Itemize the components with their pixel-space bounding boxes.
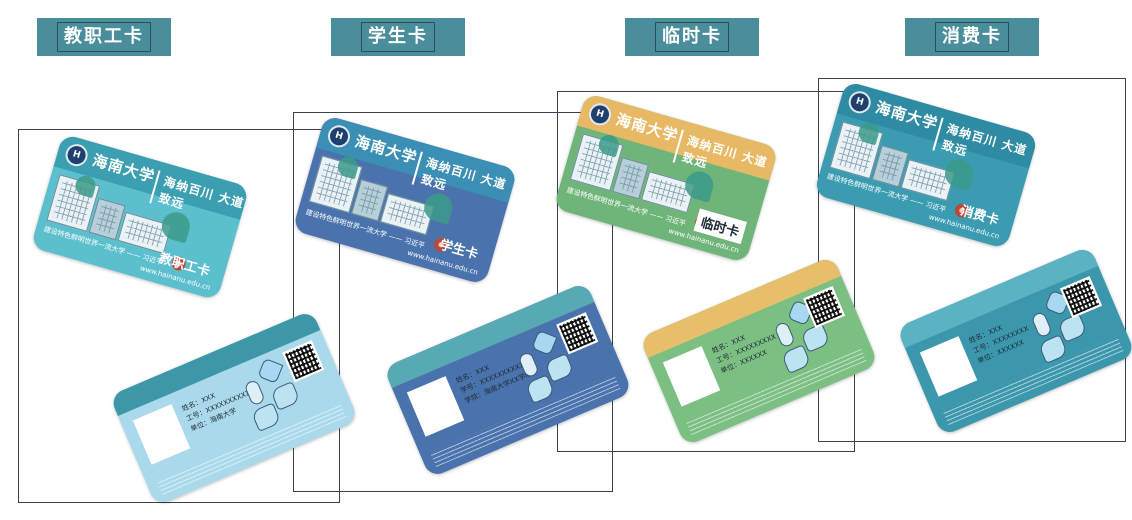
- cardholder-info: 姓名：XXX 工号：XXXXXXXX 单位：XXXXXX: [967, 313, 1035, 367]
- label-student-card: 学生卡: [331, 18, 465, 56]
- photo-placeholder: [662, 346, 721, 407]
- photo-placeholder: [919, 336, 978, 397]
- label-temporary-card: 临时卡: [625, 18, 759, 56]
- frame-temporary: [557, 91, 855, 452]
- pill-shape-icon: [1030, 310, 1053, 339]
- qr-code-icon: [803, 286, 845, 329]
- photo-placeholder: [406, 376, 465, 437]
- label-text: 临时卡: [655, 22, 729, 52]
- heart-shape-icon: [257, 357, 284, 384]
- qr-code-icon: [556, 312, 599, 355]
- label-consumer-card: 消费卡: [905, 18, 1039, 56]
- cardholder-info: 姓名：XXX 工号：XXXXXXXXX 单位：XXXXXX: [710, 322, 782, 377]
- label-text: 教职工卡: [57, 22, 151, 52]
- label-staff-card: 教职工卡: [37, 18, 171, 56]
- label-text: 消费卡: [935, 22, 1009, 52]
- label-text: 学生卡: [361, 22, 435, 52]
- photo-placeholder: [132, 404, 191, 465]
- qr-code-icon: [1060, 276, 1102, 319]
- qr-code-icon: [282, 340, 325, 383]
- heart-shape-icon: [531, 329, 558, 356]
- frame-consumer: [818, 78, 1126, 442]
- frame-student: [293, 112, 613, 492]
- frame-staff: [18, 129, 340, 503]
